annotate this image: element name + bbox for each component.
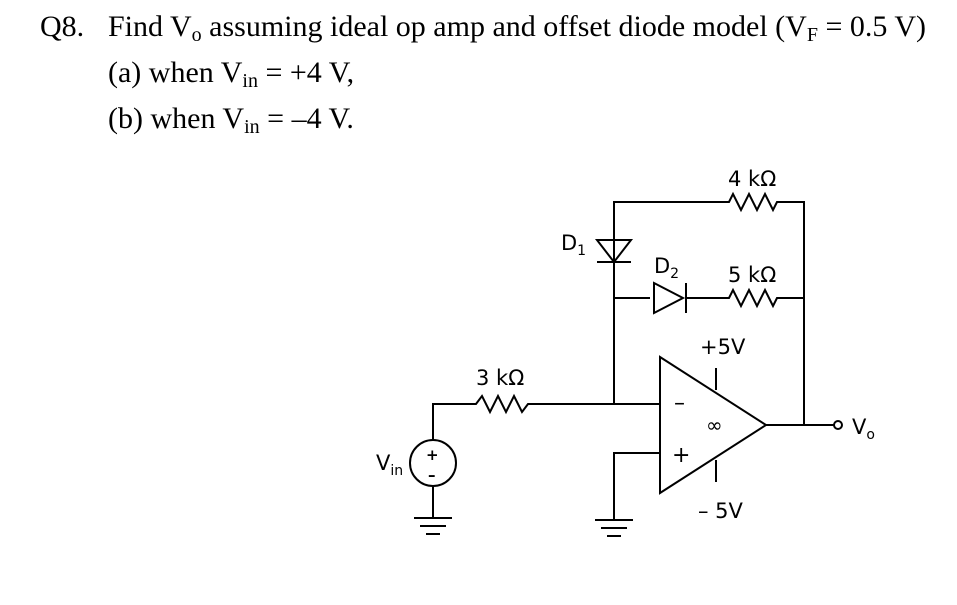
question-line-1: Q8. Find Vo assuming ideal op amp and off… — [40, 8, 926, 54]
subscript: o — [191, 24, 202, 46]
subscript: F — [806, 24, 818, 46]
subscript: in — [244, 116, 260, 138]
label-d2-main: D — [654, 254, 670, 278]
diode-d2-symbol — [653, 281, 686, 315]
question-part-a: (a) when Vin = +4 V, — [40, 54, 926, 100]
label-vout-sub: o — [866, 427, 875, 443]
wire-noninverting-input — [613, 452, 660, 520]
label-4k: 4 kΩ — [728, 167, 776, 191]
part-b-text: = –4 V. — [259, 102, 354, 135]
label-inverting: – — [674, 391, 685, 416]
wire-right-feedback — [796, 201, 805, 425]
label-vin: Vin — [376, 451, 403, 479]
voltage-source — [409, 439, 457, 487]
source-plus: + — [426, 446, 439, 464]
resistor-3k — [432, 393, 614, 440]
circuit-wires — [414, 191, 834, 537]
label-d2: D2 — [654, 254, 679, 282]
resistor-4k — [722, 191, 796, 213]
question-part-b: (b) when Vin = –4 V. — [40, 100, 926, 146]
label-vin-sub: in — [390, 463, 403, 479]
part-a-text: (a) when V — [108, 56, 243, 89]
source-minus: – — [428, 466, 436, 484]
label-vout-main: V — [852, 415, 867, 439]
label-vpos: +5V — [700, 335, 746, 359]
label-infinity: ∞ — [706, 413, 723, 437]
label-d2-sub: 2 — [670, 266, 679, 282]
output-terminal — [833, 420, 843, 430]
label-3k: 3 kΩ — [476, 366, 524, 390]
question-number: Q8. — [40, 10, 85, 43]
wire-top-left — [613, 201, 722, 240]
op-amp-symbol — [659, 355, 768, 495]
question-text-part: Find V — [108, 10, 192, 43]
label-noninverting: + — [672, 443, 690, 468]
label-5k: 5 kΩ — [728, 263, 776, 287]
label-d1-main: D — [561, 231, 577, 255]
part-b-text: (b) when V — [108, 102, 245, 135]
subscript: in — [242, 70, 258, 92]
question-text-part: = 0.5 V) — [817, 10, 926, 43]
part-a-text: = +4 V, — [257, 56, 355, 89]
diode-d1-symbol — [594, 239, 634, 264]
label-d1: D1 — [561, 231, 586, 259]
label-vin-main: V — [376, 451, 391, 475]
question-text-part: assuming ideal op amp and offset diode m… — [201, 10, 807, 43]
label-d1-sub: 1 — [577, 243, 586, 259]
resistor-5k — [722, 287, 804, 309]
question-text: Q8. Find Vo assuming ideal op amp and off… — [40, 8, 926, 146]
label-vneg: – 5V — [698, 499, 744, 523]
label-vout: Vo — [852, 415, 875, 443]
